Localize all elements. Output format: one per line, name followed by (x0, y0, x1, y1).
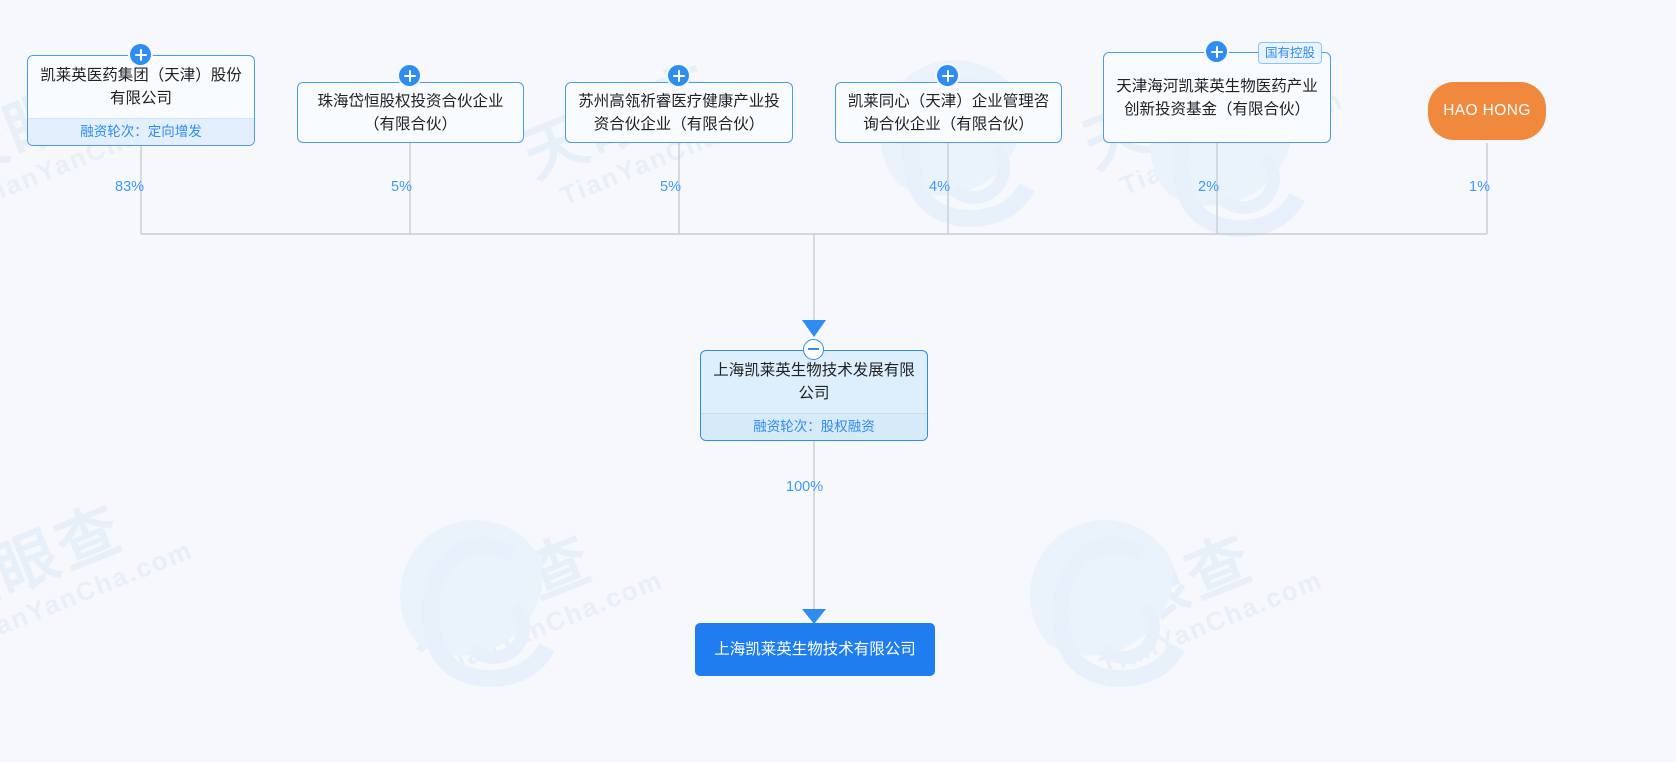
shareholder-node-0[interactable]: 凯莱英医药集团（天津）股份有限公司 融资轮次：定向增发 (27, 44, 255, 146)
shareholder-card[interactable]: 苏州高瓴祈睿医疗健康产业投资合伙企业（有限合伙） (565, 82, 793, 143)
ownership-percent-5: 1% (1469, 179, 1490, 195)
shareholder-card[interactable]: 凯莱英医药集团（天津）股份有限公司 融资轮次：定向增发 (27, 55, 255, 146)
state-owned-badge: 国有控股 (1258, 42, 1323, 64)
center-company-name: 上海凯莱英生物技术发展有限公司 (713, 361, 915, 402)
shareholder-node-5[interactable]: HAO HONG (1428, 82, 1546, 140)
shareholder-name: 凯莱英医药集团（天津）股份有限公司 (40, 66, 242, 107)
shareholder-card[interactable]: 凯莱同心（天津）企业管理咨询合伙企业（有限合伙） (835, 82, 1062, 143)
expand-plus-icon[interactable] (130, 44, 151, 65)
expand-plus-icon[interactable] (1206, 41, 1227, 62)
expand-plus-icon[interactable] (399, 65, 420, 86)
shareholder-node-1[interactable]: 珠海岱恒股权投资合伙企业（有限合伙） (297, 65, 524, 143)
shareholder-name: 天津海河凯莱英生物医药产业创新投资基金（有限合伙） (1116, 76, 1318, 118)
ownership-percent-2: 5% (660, 179, 681, 195)
subsidiary-card[interactable]: 上海凯莱英生物技术有限公司 (695, 623, 935, 676)
shareholder-name: 珠海岱恒股权投资合伙企业（有限合伙） (317, 91, 504, 133)
financing-round-label: 融资轮次：定向增发 (28, 118, 254, 145)
edge-arrow-subsidiary (802, 609, 826, 624)
person-name: HAO HONG (1443, 102, 1531, 119)
ownership-percent-4: 2% (1198, 179, 1219, 195)
subsidiary-name: 上海凯莱英生物技术有限公司 (714, 640, 916, 658)
shareholder-card[interactable]: 天津海河凯莱英生物医药产业创新投资基金（有限合伙） (1103, 52, 1331, 143)
ownership-percent-subsidiary: 100% (786, 479, 824, 495)
shareholder-name: 苏州高瓴祈睿医疗健康产业投资合伙企业（有限合伙） (578, 91, 780, 133)
financing-round-label: 融资轮次：股权融资 (701, 413, 927, 440)
person-card[interactable]: HAO HONG (1428, 82, 1546, 140)
center-company-card[interactable]: 上海凯莱英生物技术发展有限公司 融资轮次：股权融资 (700, 350, 928, 441)
shareholder-node-4[interactable]: 国有控股 天津海河凯莱英生物医药产业创新投资基金（有限合伙） (1103, 41, 1331, 143)
ownership-percent-3: 4% (929, 179, 950, 195)
expand-plus-icon[interactable] (668, 65, 689, 86)
ownership-percent-0: 83% (115, 179, 145, 195)
center-company-node[interactable]: 上海凯莱英生物技术发展有限公司 融资轮次：股权融资 (700, 339, 928, 441)
shareholder-card[interactable]: 珠海岱恒股权投资合伙企业（有限合伙） (297, 82, 524, 143)
ownership-percent-1: 5% (391, 179, 412, 195)
shareholder-node-2[interactable]: 苏州高瓴祈睿医疗健康产业投资合伙企业（有限合伙） (565, 65, 793, 143)
shareholder-node-3[interactable]: 凯莱同心（天津）企业管理咨询合伙企业（有限合伙） (835, 65, 1062, 143)
expand-plus-icon[interactable] (937, 65, 958, 86)
shareholder-name: 凯莱同心（天津）企业管理咨询合伙企业（有限合伙） (847, 91, 1050, 133)
edge-arrow-center (802, 320, 826, 337)
collapse-minus-icon[interactable] (803, 339, 824, 360)
subsidiary-node-0[interactable]: 上海凯莱英生物技术有限公司 (695, 623, 935, 676)
